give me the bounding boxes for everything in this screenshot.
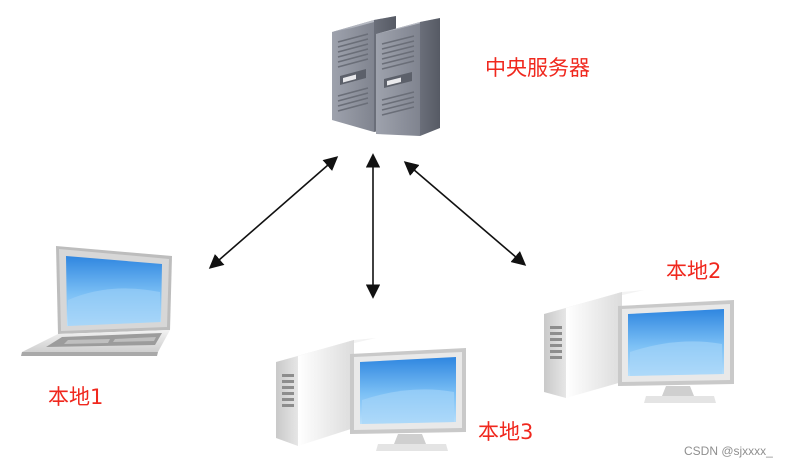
server-tower-right <box>376 18 440 136</box>
connection-arrows <box>208 153 527 299</box>
local3-label: 本地3 <box>478 420 534 444</box>
local1-label: 本地1 <box>48 385 104 409</box>
arrow-server-local2 <box>403 161 527 266</box>
local2-label: 本地2 <box>666 259 722 283</box>
laptop-icon <box>21 246 172 356</box>
desktop-computer-icon <box>276 338 466 451</box>
watermark: CSDN @sjxxxx_ <box>684 444 773 458</box>
arrow-server-local1 <box>208 156 339 269</box>
server-label: 中央服务器 <box>485 56 590 80</box>
desktop-computer-icon <box>544 290 734 403</box>
server-tower-icon <box>332 16 440 136</box>
